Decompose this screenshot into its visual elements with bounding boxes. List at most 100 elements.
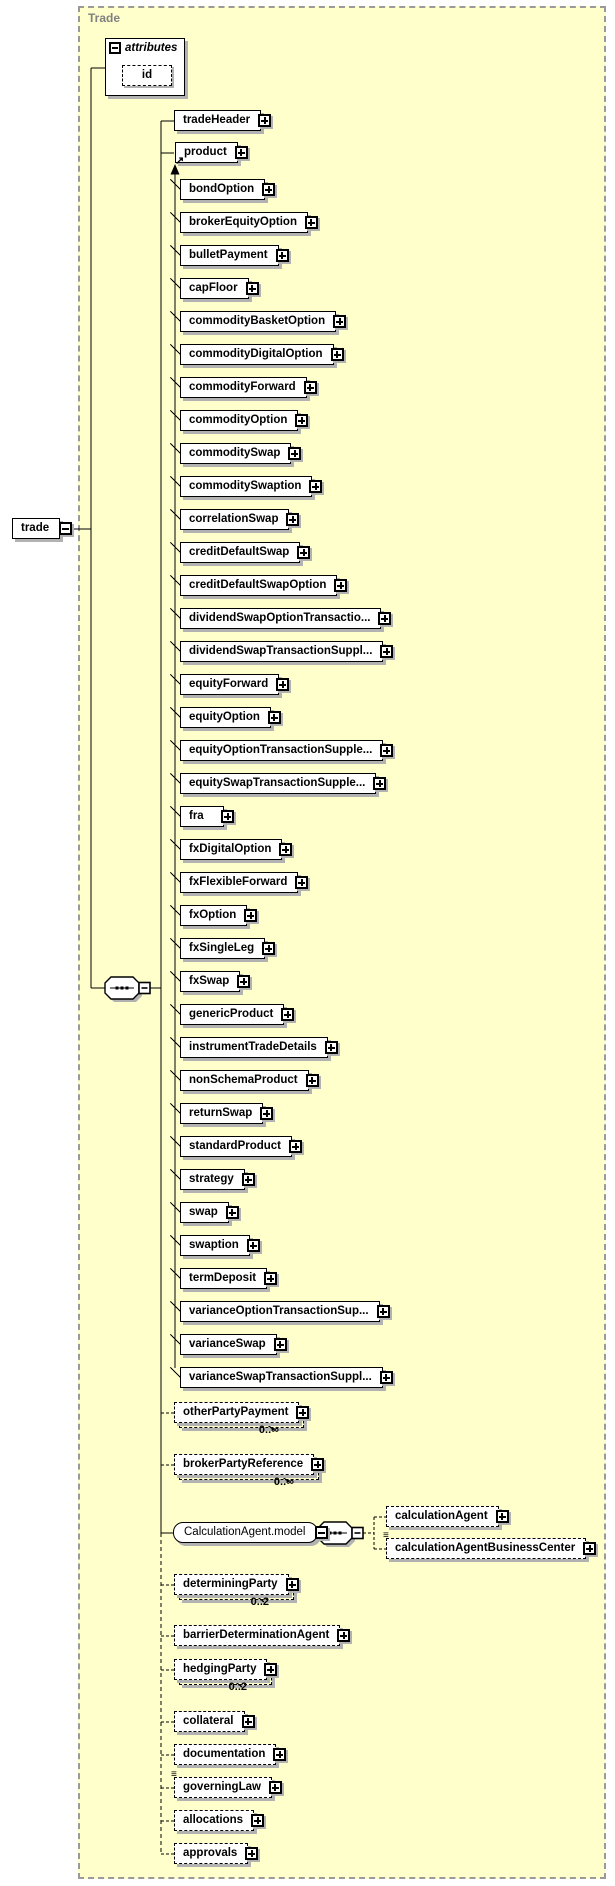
expand-icon[interactable] [273,1748,287,1761]
element-varianceoptiontransactionsup[interactable]: varianceOptionTransactionSup... [180,1301,390,1322]
expand-icon[interactable] [268,1781,282,1794]
element-fxsingleleg[interactable]: fxSingleLeg [180,938,276,959]
expand-icon[interactable] [285,1578,299,1591]
expand-icon[interactable] [264,1272,278,1285]
element-commoditydigitaloption[interactable]: commodityDigitalOption [180,344,344,365]
expand-icon[interactable] [295,414,309,427]
expand-icon[interactable] [304,216,318,229]
element-dividendswapoptiontransactio[interactable]: dividendSwapOptionTransactio... [180,608,392,629]
expand-icon[interactable] [281,1008,295,1021]
expand-icon[interactable] [244,909,258,922]
element-allocations[interactable]: allocations [174,1810,265,1831]
expand-icon[interactable] [379,1371,393,1384]
element-fxflexibleforward[interactable]: fxFlexibleForward [180,872,309,893]
element-commoditybasketoption[interactable]: commodityBasketOption [180,311,347,332]
element-termdeposit[interactable]: termDeposit [180,1268,278,1289]
expand-icon[interactable] [330,348,344,361]
element-commodityswaption[interactable]: commoditySwaption [180,476,323,497]
expand-icon[interactable] [262,942,276,955]
expand-icon[interactable] [337,1629,351,1642]
element-correlationswap[interactable]: correlationSwap [180,509,300,530]
element-varianceswaptransactionsuppl[interactable]: varianceSwapTransactionSuppl... [180,1367,393,1388]
expand-icon[interactable] [246,1239,260,1252]
collapse-icon[interactable] [59,522,73,535]
expand-icon[interactable] [333,315,347,328]
expand-icon[interactable] [262,183,276,196]
expand-icon[interactable] [237,975,251,988]
expand-icon[interactable] [279,843,293,856]
element-tradeheader[interactable]: tradeHeader [174,110,272,131]
element-fxdigitaloption[interactable]: fxDigitalOption [180,839,293,860]
expand-icon[interactable] [258,114,272,127]
collapse-icon[interactable] [109,42,121,54]
expand-icon[interactable] [380,645,394,658]
expand-icon[interactable] [295,876,309,889]
expand-icon[interactable] [288,447,302,460]
element-capfloor[interactable]: capFloor [180,278,259,299]
attribute-id[interactable]: id [122,65,172,86]
element-returnswap[interactable]: returnSwap [180,1103,274,1124]
element-commodityforward[interactable]: commodityForward [180,377,317,398]
element-fxswap[interactable]: fxSwap [180,971,251,992]
element-genericproduct[interactable]: genericProduct [180,1004,295,1025]
element-brokerpartyreference[interactable]: brokerPartyReference [174,1454,325,1475]
element-fra[interactable]: fra [180,806,234,827]
element-instrumenttradedetails[interactable]: instrumentTradeDetails [180,1037,338,1058]
collapse-icon[interactable] [315,1526,329,1539]
element-calculationagentbusinesscenter[interactable]: calculationAgentBusinessCenter≡ [383,1531,597,1559]
expand-icon[interactable] [241,1173,255,1186]
expand-icon[interactable] [275,249,289,262]
element-barrierdeterminationagent[interactable]: barrierDeterminationAgent [174,1625,351,1646]
expand-icon[interactable] [286,513,300,526]
element-otherpartypayment[interactable]: otherPartyPayment [174,1402,310,1423]
element-hedgingparty[interactable]: hedgingParty [174,1659,278,1680]
element-collateral[interactable]: collateral [174,1711,255,1732]
expand-icon[interactable] [376,1305,390,1318]
expand-icon[interactable] [334,579,348,592]
expand-icon[interactable] [583,1542,597,1555]
expand-icon[interactable] [296,1406,310,1419]
element-equityoption[interactable]: equityOption [180,707,281,728]
expand-icon[interactable] [373,777,387,790]
element-varianceswap[interactable]: varianceSwap [180,1334,287,1355]
expand-icon[interactable] [276,678,290,691]
expand-icon[interactable] [251,1814,265,1827]
expand-icon[interactable] [309,480,323,493]
expand-icon[interactable] [241,1715,255,1728]
element-equityoptiontransactionsupple[interactable]: equityOptionTransactionSupple... [180,740,394,761]
element-equityforward[interactable]: equityForward [180,674,290,695]
element-creditdefaultswapoption[interactable]: creditDefaultSwapOption [180,575,348,596]
expand-icon[interactable] [221,810,234,823]
element-bondoption[interactable]: bondOption [180,179,276,200]
element-dividendswaptransactionsuppl[interactable]: dividendSwapTransactionSuppl... [180,641,394,662]
element-determiningparty[interactable]: determiningParty [174,1574,299,1595]
element-standardproduct[interactable]: standardProduct [180,1136,303,1157]
expand-icon[interactable] [297,546,311,559]
expand-icon[interactable] [303,381,317,394]
element-swaption[interactable]: swaption [180,1235,260,1256]
model-group-calculationagent-model[interactable]: CalculationAgent.model [173,1522,329,1543]
element-fxoption[interactable]: fxOption [180,905,258,926]
element-equityswaptransactionsupple[interactable]: equitySwapTransactionSupple... [180,773,387,794]
expand-icon[interactable] [273,1338,287,1351]
expand-icon[interactable] [289,1140,303,1153]
expand-icon[interactable] [311,1458,325,1471]
element-product[interactable]: product↗ [175,142,248,167]
element-bulletpayment[interactable]: bulletPayment [180,245,289,266]
element-trade[interactable]: trade [12,518,73,539]
element-commodityswap[interactable]: commoditySwap [180,443,302,464]
element-approvals[interactable]: approvals [174,1843,259,1864]
element-calculationagent[interactable]: calculationAgent [386,1506,509,1527]
expand-icon[interactable] [324,1041,338,1054]
expand-icon[interactable] [234,146,248,159]
element-commodityoption[interactable]: commodityOption [180,410,309,431]
expand-icon[interactable] [264,1663,278,1676]
expand-icon[interactable] [260,1107,274,1120]
expand-icon[interactable] [245,1847,259,1860]
element-documentation[interactable]: documentation [174,1744,287,1765]
expand-icon[interactable] [225,1206,239,1219]
expand-icon[interactable] [305,1074,319,1087]
element-governinglaw[interactable]: governingLaw≡ [171,1770,282,1798]
expand-icon[interactable] [267,711,281,724]
expand-icon[interactable] [245,282,259,295]
